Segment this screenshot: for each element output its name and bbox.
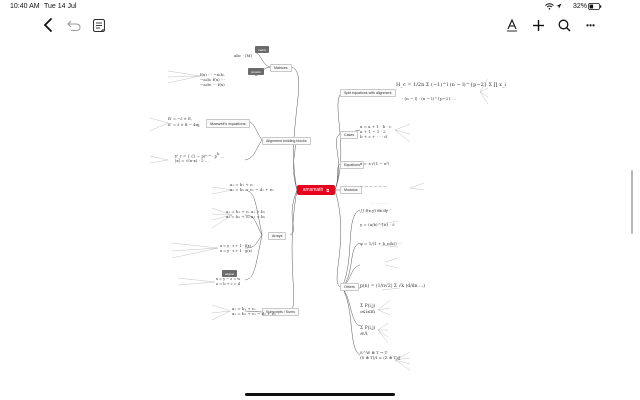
split-equation: H_c = 1/2n Σ (−1)^l (n − l)^{p−2} Σ ∏ x_… xyxy=(396,82,507,88)
branch-cases[interactable]: Cases xyxy=(340,131,359,139)
branch-split-equations[interactable]: Split equations with alignment xyxy=(340,89,396,97)
equation-sample: x = ±√(1 − x²) xyxy=(360,161,390,166)
maxwell-eq2: E′ = ∂ × B − 4πj, xyxy=(168,122,201,127)
arrays-tag: alignat xyxy=(222,270,237,277)
others-eq-4: p(n) = (1/π√2) Σ √k (d/dn ...) xyxy=(360,284,425,289)
branch-matrices[interactable]: Matrices xyxy=(270,64,292,72)
search-icon[interactable] xyxy=(556,17,572,33)
split-equation-2: · (n − l) · (n − l)^{p−2} … xyxy=(402,96,457,101)
wifi-icon xyxy=(545,3,554,12)
maxwell-eq1: B′ = −∂ × E, xyxy=(168,116,192,121)
undo-icon[interactable] xyxy=(66,17,82,33)
others-eq-1: ∫∫ f(x,y) dx dy xyxy=(360,208,389,213)
branch-subscripts-sums[interactable]: Subscripts / Sums xyxy=(262,308,299,316)
branch-alignment-blocks[interactable]: Alignment building blocks xyxy=(262,137,311,145)
matrix-formula: abc · (M) xyxy=(234,53,253,58)
sum-block-1: Σ P(i,j)₀≤i≤m xyxy=(360,304,376,315)
location-icon xyxy=(556,3,562,11)
root-node[interactable]: amsmath ⧉ xyxy=(297,185,335,195)
vertical-scrollbar[interactable] xyxy=(631,170,633,234)
status-bar: 10:40 AM Tue 14 Jul 32% xyxy=(0,0,640,14)
others-eq-2: y = (a/b)^{n} · ∂ xyxy=(360,222,395,227)
home-indicator[interactable] xyxy=(245,393,395,396)
document-list-icon[interactable] xyxy=(91,17,107,33)
root-label: amsmath xyxy=(302,187,324,193)
cases-matrix-block: P_r = { (1 − p)ⁿ⁻ᵏ · pk … |x| = √(x·x) ·… xyxy=(175,152,225,164)
cases-block: x = a + 1 · b · c a + 1 − 1 · 2 b + c + … xyxy=(360,124,392,139)
matrix-block: f(x) ··· −a₁b₁−a₂b₂ f(x) ···−a₃b₃ ··· f(… xyxy=(200,72,225,87)
battery-percent: 32% xyxy=(573,3,588,10)
branch-modulus[interactable]: Modulus xyxy=(340,186,362,194)
branch-others[interactable]: Others xyxy=(340,283,359,291)
sum-block-2: Σ P(i,j)ᵢ∈Λ xyxy=(360,326,376,337)
commutative-diagram: S^W ⊗ T → T(S ⊗ T)/I ≃ (Z ⊗ T)/J xyxy=(360,350,401,360)
battery-icon xyxy=(588,3,602,12)
status-time: 10:40 AM xyxy=(10,3,40,10)
back-chevron-icon[interactable] xyxy=(40,17,56,33)
status-date: Tue 14 Jul xyxy=(44,3,77,10)
add-plus-icon[interactable] xyxy=(530,17,546,33)
branch-equations[interactable]: Equations xyxy=(340,161,364,169)
more-options-icon[interactable]: • • • xyxy=(586,20,595,30)
connector-lines xyxy=(149,51,489,371)
maxwell-label: Maxwell's equations xyxy=(206,119,250,128)
tag-icon: ⧉ xyxy=(326,187,330,193)
modulus-sample: — — — — — — xyxy=(360,184,387,188)
matrix-tag: matrix xyxy=(255,46,270,53)
mindmap-canvas[interactable]: amsmath ⧉ Matrices Split equations with … xyxy=(0,36,640,400)
others-eq-3: φ = 1/(1 + b_n(k)) ··· xyxy=(360,241,402,246)
branch-arrays[interactable]: Arrays xyxy=(268,232,287,240)
matrix-tag-2: pmatrix xyxy=(248,68,264,75)
format-style-icon[interactable] xyxy=(504,17,520,33)
note-text: ························ xyxy=(370,202,391,205)
toolbar: • • • xyxy=(0,14,640,36)
arrays-block-3: x = y · z + 1 · f(x)x = y · z + 1 · g(x) xyxy=(220,244,252,253)
